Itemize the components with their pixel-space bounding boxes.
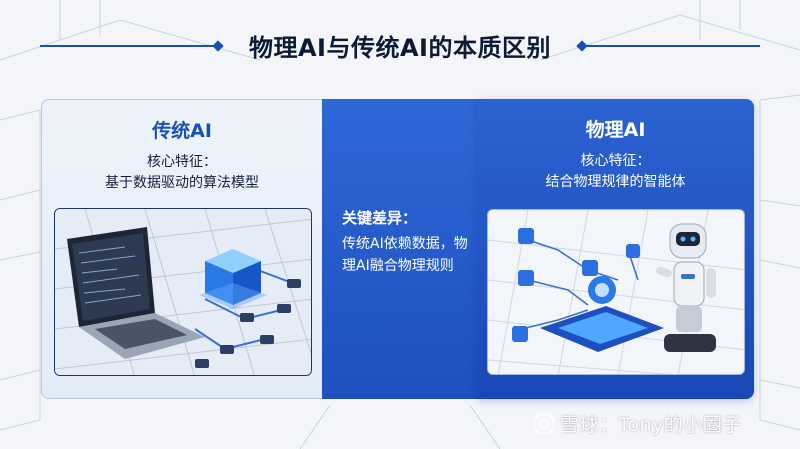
traditional-ai-feature: 核心特征： 基于数据驱动的算法模型 [42,152,322,194]
title-rule-left [40,45,218,47]
title-diamond-left [212,40,224,52]
title-rule-right [578,45,760,47]
physical-ai-feature-text: 结合物理规律的智能体 [545,174,686,190]
physical-ai-heading: 物理AI [585,119,646,141]
physical-ai-feature-label: 核心特征： [580,153,651,169]
robot-network-image [488,210,744,374]
key-difference-panel: 关键差异： 传统AI依赖数据，物理AI融合物理规则 [322,99,478,399]
physical-ai-panel: 物理AI 核心特征： 结合物理规律的智能体 [477,99,754,399]
physical-ai-feature: 核心特征： 结合物理规律的智能体 [477,151,754,193]
snowball-logo-icon [533,413,555,435]
page-title: 物理AI与传统AI的本质区别 [248,34,551,62]
watermark-text: 雪球：Tony的小圈子 [560,414,742,436]
title-bar: 物理AI与传统AI的本质区别 [0,18,800,68]
traditional-ai-feature-text: 基于数据驱动的算法模型 [105,175,259,191]
laptop-data-illustration [54,208,312,376]
traditional-ai-panel: 传统AI 核心特征： 基于数据驱动的算法模型 [41,99,323,399]
key-difference-text: 传统AI依赖数据，物理AI融合物理规则 [342,236,468,274]
traditional-ai-heading: 传统AI [152,120,212,142]
laptop-network-image [55,209,311,375]
traditional-ai-feature-label: 核心特征： [147,154,217,170]
key-difference-label: 关键差异： [342,209,418,227]
robot-illustration [487,209,745,375]
